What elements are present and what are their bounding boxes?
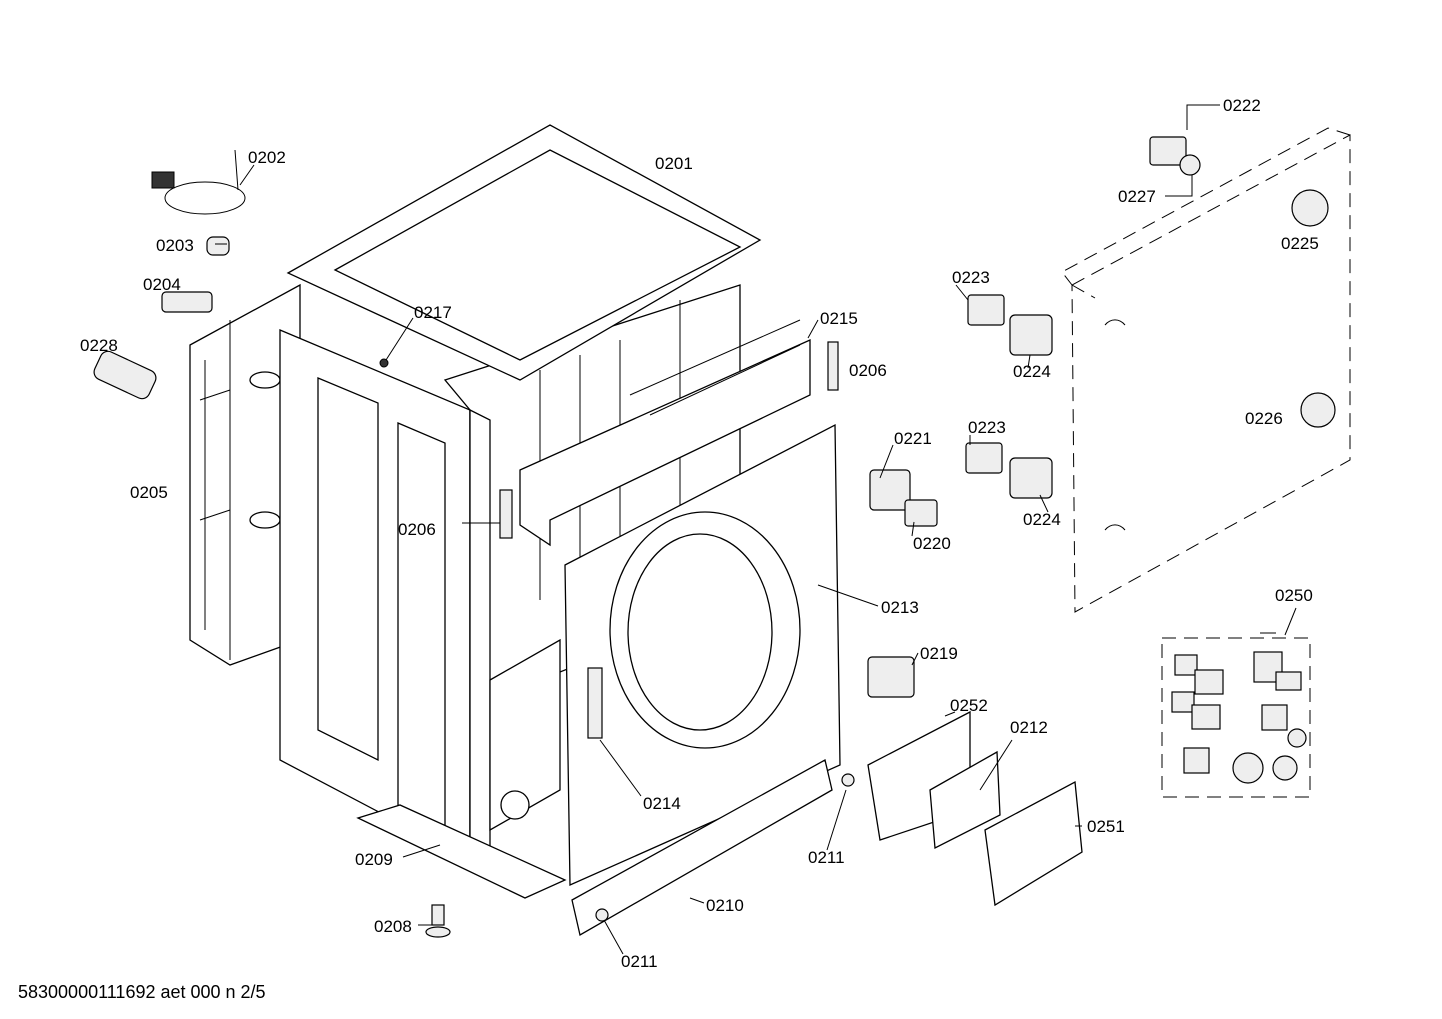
base-plate-0209	[356, 804, 567, 899]
part-label: 0250	[1275, 586, 1313, 605]
part-label: 0219	[920, 644, 958, 663]
part-label: 0220	[913, 534, 951, 553]
part-label: 0214	[643, 794, 681, 813]
top-cover-0201	[286, 124, 762, 381]
part-label: 0222	[1223, 96, 1261, 115]
part-label: 0228	[80, 336, 118, 355]
part-label: 0210	[706, 896, 744, 915]
kit-0250	[1161, 637, 1311, 798]
part-label: 0226	[1245, 409, 1283, 428]
part-label: 0212	[1010, 718, 1048, 737]
part-label: 0224	[1013, 362, 1051, 381]
small-parts	[93, 136, 1336, 938]
part-label: 0217	[414, 303, 452, 322]
part-label: 0252	[950, 696, 988, 715]
leader-lines	[215, 104, 1297, 955]
part-label: 0206	[849, 361, 887, 380]
part-label: 0206	[398, 520, 436, 539]
part-label: 0223	[968, 418, 1006, 437]
part-label: 0208	[374, 917, 412, 936]
front-panel-0213	[564, 423, 841, 886]
part-label: 0224	[1023, 510, 1061, 529]
part-label: 0201	[655, 154, 693, 173]
part-label: 0205	[130, 483, 168, 502]
part-label: 0202	[248, 148, 286, 167]
side-panel-0205	[189, 283, 301, 666]
part-label: 0213	[881, 598, 919, 617]
drawing-reference: 58300000111692 aet 000 n 2/5	[18, 982, 266, 1002]
part-label: 0211	[808, 848, 845, 867]
part-label: 0215	[820, 309, 858, 328]
part-label: 0221	[894, 429, 932, 448]
part-label: 0211	[621, 952, 658, 971]
part-label: 0227	[1118, 187, 1156, 206]
part-label: 0203	[156, 236, 194, 255]
part-label: 0209	[355, 850, 393, 869]
kick-plate-0210	[571, 759, 833, 937]
part-label: 0225	[1281, 234, 1319, 253]
part-labels: 0202 0201 0203 0204 0228 0217 0215 0206 …	[80, 96, 1319, 971]
part-label: 0204	[143, 275, 181, 294]
part-label: 0251	[1087, 817, 1125, 836]
part-label: 0223	[952, 268, 990, 287]
door-outline	[1061, 127, 1351, 613]
